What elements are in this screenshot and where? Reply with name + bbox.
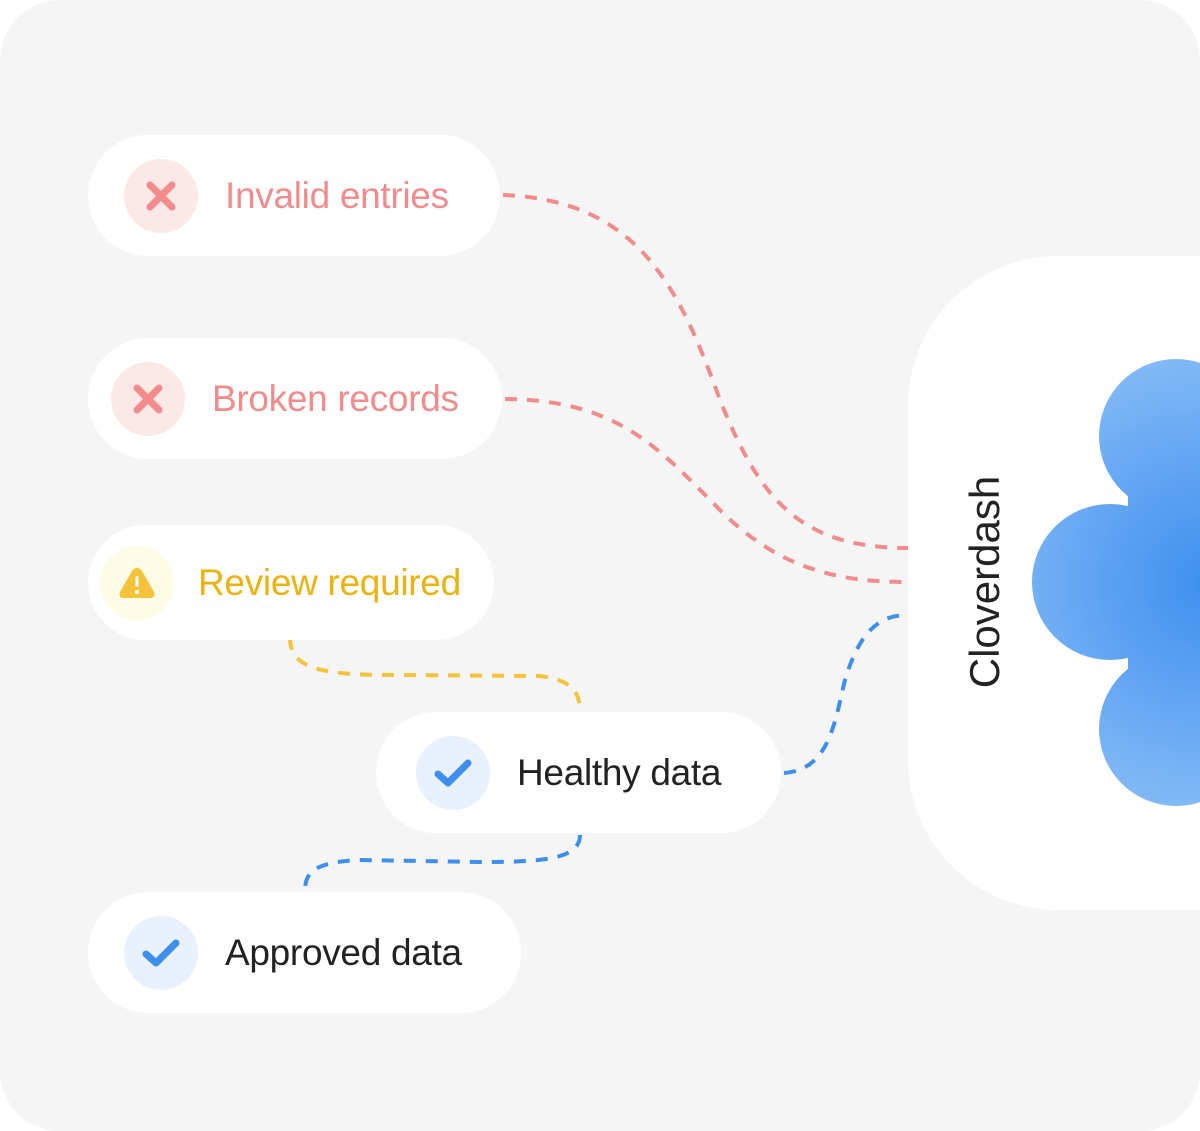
status-pill-healthy-data: Healthy data [376,712,781,833]
check-icon [416,735,490,810]
warning-icon [100,545,174,620]
connector-invalid-entries [502,193,909,550]
status-pill-review-required: Review required [88,525,494,640]
brand-name: Cloverdash [961,475,1008,689]
status-label: Invalid entries [225,174,449,216]
status-label: Approved data [225,931,462,973]
connector-broken-records [504,397,909,584]
status-label: Healthy data [517,751,722,793]
cloverdash-card [908,256,1200,910]
check-icon [124,915,198,990]
connector-review-required [288,637,582,713]
status-pill-approved-data: Approved data [88,892,521,1013]
connector-approved-data [303,834,582,893]
connector-healthy-data [783,613,909,775]
x-icon [111,361,185,436]
status-pill-invalid-entries: Invalid entries [88,135,500,256]
x-icon [124,158,198,233]
clover-logo-icon [1032,359,1200,806]
status-label: Review required [198,561,461,603]
status-pill-broken-records: Broken records [88,338,502,459]
status-label: Broken records [212,377,459,419]
